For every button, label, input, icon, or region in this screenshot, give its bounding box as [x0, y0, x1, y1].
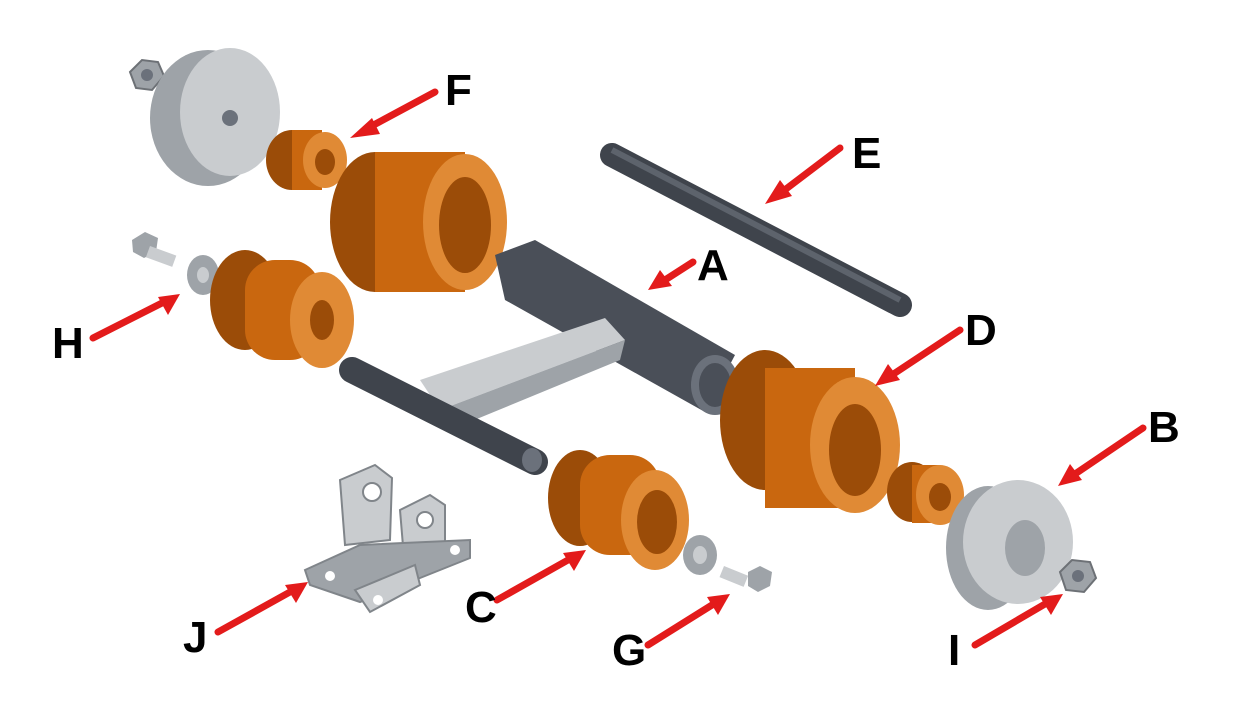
bronze-sleeve-right-large [720, 350, 900, 513]
label-F: F [445, 66, 472, 115]
bolt-top-left [132, 232, 177, 267]
label-B: B [1148, 403, 1180, 452]
swing-arm-frame [339, 240, 739, 475]
label-A: A [697, 241, 729, 290]
arrow-F [350, 88, 439, 138]
label-D: D [965, 306, 997, 355]
bronze-sleeve-bottom [548, 450, 689, 570]
arrow-J [214, 582, 308, 636]
threaded-rod [600, 143, 912, 317]
label-I: I [948, 626, 960, 675]
label-C: C [465, 583, 497, 632]
arrow-A [648, 258, 697, 290]
bolt-bottom [719, 565, 772, 592]
label-H: H [52, 319, 84, 368]
label-G: G [612, 626, 646, 675]
mounting-bracket [303, 463, 471, 614]
flanged-bushing-top [266, 130, 347, 190]
bronze-sleeve-top-large [330, 152, 507, 292]
flanged-bushing-bottom [887, 462, 964, 525]
arrow-H [89, 294, 180, 342]
arrow-E [765, 144, 844, 204]
nut-bottom-right [1058, 558, 1098, 594]
arrow-I [971, 594, 1063, 649]
bronze-sleeve-left [210, 250, 354, 368]
label-J: J [183, 613, 207, 662]
end-cap-bottom-right [946, 480, 1073, 610]
label-E: E [852, 129, 881, 178]
end-cap-top-left [150, 48, 280, 186]
arrow-D [875, 326, 964, 386]
arrow-B [1058, 424, 1147, 486]
washer-bottom [683, 535, 717, 575]
arrow-G [644, 594, 730, 649]
arrow-C [493, 550, 586, 604]
washer-left [187, 255, 219, 295]
